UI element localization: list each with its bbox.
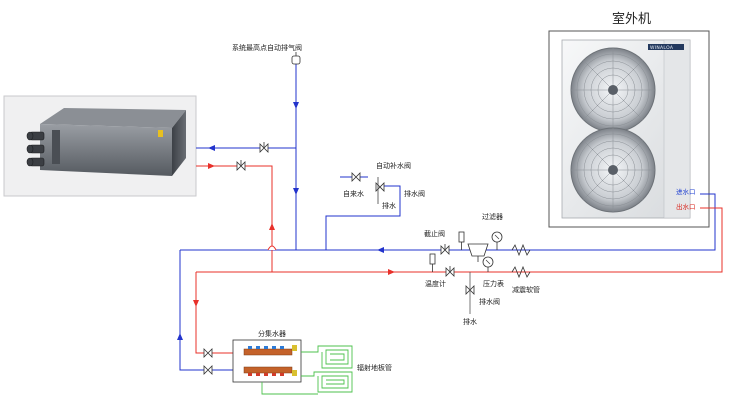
brand-label: WINALOA [650, 45, 674, 51]
drain-valve-upper-label: 排水阀 [404, 189, 425, 198]
flow-arrows [177, 102, 395, 340]
outdoor-unit: 室外机 WINALOA [548, 11, 710, 228]
fan-lower [570, 127, 656, 213]
pressure-gauge-label: 压力表 [483, 279, 504, 288]
auto-fill-valve-label: 自动补水阀 [376, 161, 411, 170]
valves [203, 142, 475, 375]
shutoff-valve-label: 截止阀 [424, 229, 445, 238]
flex-hoses [511, 243, 531, 279]
water-out-label: 出水口 [676, 202, 696, 211]
filter [467, 243, 489, 262]
outdoor-unit-label: 室外机 [612, 11, 651, 27]
floor-heating-loops [261, 345, 353, 395]
manifold-label: 分集水器 [258, 329, 286, 338]
air-vent-label: 系统最高点自动排气阀 [232, 43, 302, 52]
pressure-gauge-upper [491, 231, 503, 250]
flex-hose-label: 减震软管 [512, 285, 540, 294]
drain-lower-label: 排水 [463, 317, 477, 326]
tap-water-label: 自来水 [343, 189, 364, 198]
pressure-gauge [482, 256, 494, 272]
indoor-unit [3, 95, 197, 197]
water-in-label: 进水口 [676, 187, 696, 196]
return-pipes [179, 62, 716, 371]
fan-upper [570, 47, 656, 133]
thermometer [429, 253, 436, 272]
drain-upper-label: 排水 [382, 201, 396, 210]
supply-pipes [195, 165, 723, 354]
air-valve-small [458, 231, 465, 250]
air-vent [291, 52, 301, 65]
thermometer-label: 温度计 [425, 279, 446, 288]
filter-label: 过滤器 [482, 212, 503, 221]
manifold [232, 339, 302, 383]
floor-heating-label: 辐射地板管 [357, 363, 392, 372]
drain-valve-lower-label: 排水阀 [479, 297, 500, 306]
